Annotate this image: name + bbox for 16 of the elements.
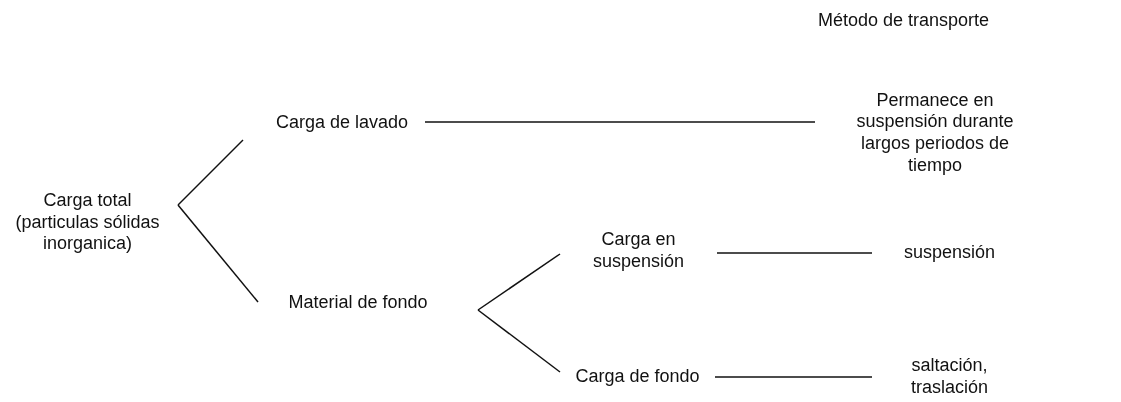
connector-line — [177, 139, 244, 206]
node-text: Carga de lavado — [274, 111, 410, 134]
connector-line — [177, 204, 259, 303]
node-text: suspensión — [902, 242, 997, 264]
connector-line — [424, 121, 816, 123]
connector-line — [477, 309, 561, 373]
node-text: Carga de fondo — [574, 366, 701, 388]
connector-line — [477, 253, 561, 311]
connector-line — [714, 376, 873, 378]
node-text: Carga en suspensión — [591, 229, 686, 273]
connector-line — [716, 252, 873, 254]
node-text: saltación, traslación — [909, 355, 989, 399]
column-heading: Método de transporte — [818, 10, 990, 31]
node-text: Carga total (particulas sólidas inorganica) — [14, 190, 161, 255]
node-text: Permanece en suspensión durante largos periodos de tiempo — [855, 89, 1015, 177]
node-text: Material de fondo — [287, 292, 429, 314]
